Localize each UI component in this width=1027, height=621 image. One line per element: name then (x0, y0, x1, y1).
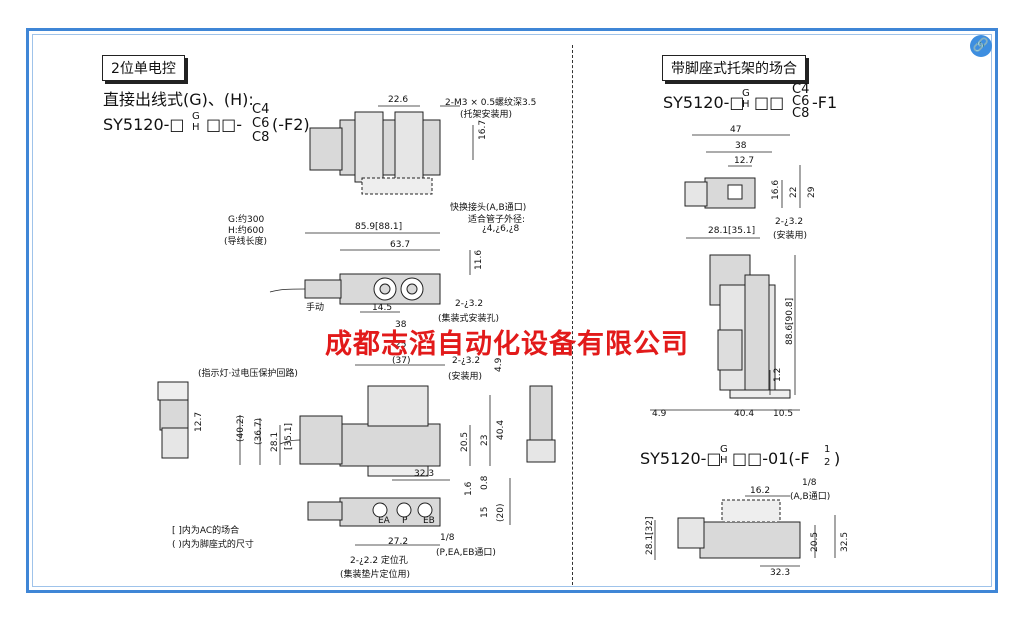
dim-22-6: 22.6 (388, 95, 409, 105)
port-note: (P,EA,EB通口) (436, 548, 496, 558)
fitting-note-2: 适合管子外径: (468, 215, 526, 225)
left-subtitle: 直接出线式(G)、(H): (103, 90, 254, 109)
right-model2-mid: □□-01(-F (732, 449, 810, 468)
left-model-mid: □□- (206, 115, 243, 134)
left-model-g: G (192, 111, 200, 122)
right-model-mid: □□ (754, 93, 785, 112)
right-model-c4: C4 (792, 82, 810, 97)
screw-note-2: (托架安装用) (460, 110, 513, 120)
r-dim-38: 38 (735, 141, 747, 151)
dim-2-2-note: (集装垫片定位用) (340, 570, 411, 580)
dim-25: 25 (395, 340, 407, 350)
wire-g: G:约300 (228, 215, 265, 225)
left-model-c4: C4 (252, 102, 270, 117)
r2-dim-32-5: 32.5 (840, 531, 850, 552)
right-model-c6: C6 (792, 94, 810, 109)
r-dim-88-6: 88.6[90.8] (785, 297, 795, 345)
r-dim-40-4: 40.4 (734, 409, 755, 419)
port-eb: EB (423, 516, 435, 526)
page-frame-inner (32, 34, 992, 587)
port-p: P (402, 516, 408, 526)
dim-35-1: [35.1] (284, 422, 294, 450)
legend-foot: ( )内为脚座式的尺寸 (172, 540, 254, 550)
r-dim-47: 47 (730, 125, 742, 135)
right-model-g: G (742, 88, 750, 99)
dim-20p: (20) (496, 503, 506, 522)
dim-20-5: 20.5 (460, 431, 470, 452)
fitting-note: 快换接头(A,B通口) (450, 203, 527, 213)
left-model-h: H (192, 122, 200, 133)
legend-ac: [ ]内为AC的场合 (172, 526, 240, 536)
right-model2-prefix: SY5120-□ (640, 449, 722, 468)
dim-3-2b-note: (安装用) (448, 372, 483, 382)
dim-3-2b: 2-¿3.2 (452, 356, 481, 366)
dim-3-2a-note: (集装式安装孔) (438, 314, 500, 324)
dim-28-1: 28.1 (270, 431, 280, 452)
right-model2-end: ) (834, 449, 841, 468)
right-model-end: -F1 (812, 93, 838, 112)
r-dim-28-1: 28.1[35.1] (708, 226, 756, 236)
r2-dim-16-2: 16.2 (750, 486, 771, 496)
r-dim-4-9: 4.9 (652, 409, 667, 419)
r2-dim-32-3: 32.3 (770, 568, 791, 578)
right-model2-g: G (720, 444, 728, 455)
dim-85-9: 85.9[88.1] (355, 222, 403, 232)
dim-38: 38 (395, 320, 407, 330)
right-model-h: H (742, 99, 750, 110)
page-frame (26, 28, 998, 593)
r-dim-29: 29 (807, 186, 817, 198)
dim-1-8: 1/8 (440, 533, 455, 543)
dim-32-3: 32.3 (414, 469, 435, 479)
r-dim-10-5: 10.5 (773, 409, 794, 419)
dim-36-7: (36.7) (254, 417, 264, 445)
dim-40-2: (40.2) (236, 414, 246, 442)
dim-15: 15 (480, 506, 490, 518)
manual-label: 手动 (306, 303, 325, 313)
wire-note: (导线长度) (224, 237, 268, 247)
link-icon[interactable]: 🔗 (970, 35, 992, 57)
fitting-note-3: ¿4,¿6,¿8 (482, 224, 520, 234)
left-model-prefix: SY5120-□ (103, 115, 185, 134)
right-section-title: 带脚座式托架的场合 (662, 55, 806, 81)
left-section-title: 2位单电控 (102, 55, 185, 81)
company-watermark: 成都志滔自动化设备有限公司 (325, 329, 689, 360)
dim-11-6: 11.6 (474, 249, 484, 270)
dim-14-5: 14.5 (372, 303, 393, 313)
dim-37: (37) (392, 356, 411, 366)
left-model-c8: C8 (252, 130, 270, 145)
wire-h: H:约600 (228, 226, 264, 236)
dim-40-4: 40.4 (496, 419, 506, 440)
r2-dim-1-8: 1/8 (802, 478, 817, 488)
left-model-end: (-F2) (272, 115, 310, 134)
r-dim-12-7: 12.7 (734, 156, 755, 166)
dim-16-7: 16.7 (478, 119, 488, 140)
r-dim-1-2: 1.2 (773, 367, 783, 382)
dim-63-7: 63.7 (390, 240, 411, 250)
dim-0-8: 0.8 (480, 475, 490, 490)
right-model2-h: H (720, 455, 728, 466)
dim-23: 23 (480, 434, 490, 446)
r2-dim-1-8-note: (A,B通口) (790, 492, 831, 502)
right-model-c8: C8 (792, 106, 810, 121)
left-model-c6: C6 (252, 116, 270, 131)
r-dim-16-6: 16.6 (771, 179, 781, 200)
r-dim-3-2: 2-¿3.2 (775, 217, 804, 227)
section-divider (572, 45, 573, 585)
dim-27-2: 27.2 (388, 537, 409, 547)
port-ea: EA (378, 516, 390, 526)
dim-3-2a: 2-¿3.2 (455, 299, 484, 309)
r2-dim-28-1: 28.1[32] (645, 516, 655, 555)
dim-12-7: 12.7 (194, 411, 204, 432)
r2-dim-20-5: 20.5 (810, 531, 820, 552)
dim-2-2: 2-¿2.2 定位孔 (350, 556, 408, 566)
screw-note: 2-M3 × 0.5螺纹深3.5 (445, 98, 537, 108)
right-model2-frac-bot: 2 (824, 457, 831, 468)
lamp-note: (指示灯·过电压保护回路) (198, 369, 298, 379)
right-model-prefix: SY5120-□ (663, 93, 745, 112)
right-model2-frac-top: 1 (824, 444, 831, 455)
dim-1-6: 1.6 (464, 481, 474, 496)
r-dim-22: 22 (789, 186, 799, 198)
r-dim-3-2-note: (安装用) (773, 231, 808, 241)
